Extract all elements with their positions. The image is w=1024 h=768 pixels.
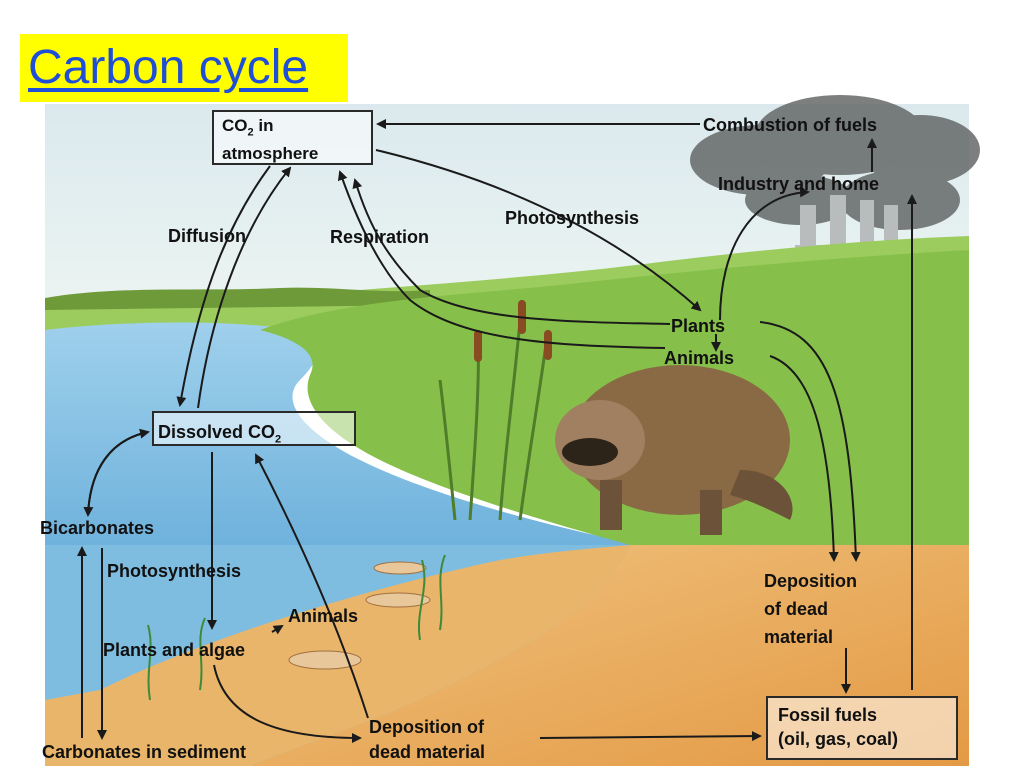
arrow-dissolved-to-atmosphere [197,166,292,409]
label-deposition-land: Deposition of dead material [764,571,857,647]
arrow-algae-to-animals [271,624,284,635]
arrow-plants-to-atmosphere [352,178,671,325]
label-combustion: Combustion of fuels [703,115,877,135]
slide-title[interactable]: Carbon cycle [28,41,309,94]
fish [288,561,431,670]
label-carbonates: Carbonates in sediment [42,742,247,762]
fossil-fuels-box [766,696,958,760]
dissolved-co2-box [152,411,356,446]
arrow-animals-to-deposition [769,355,839,562]
label-deposition-water: Deposition of dead material [369,717,486,762]
label-photosynthesis-land: Photosynthesis [505,208,640,228]
seaweed [147,554,446,701]
arrow-algae-to-deposition [213,664,362,743]
label-bicarbonates: Bicarbonates [40,518,155,538]
arrow-plants-to-industry [719,187,810,321]
arrow-deposition-water-to-fossil [539,731,762,742]
label-animals-water: Animals [288,606,359,626]
label-industry: Industry and home [718,174,880,194]
arrow-atmosphere-to-dissolved [176,165,271,407]
label-plants-algae: Plants and algae [103,640,246,660]
smoke-cloud [690,95,980,230]
arrow-atmosphere-to-plants [375,149,702,312]
label-respiration: Respiration [330,227,430,247]
raccoon [555,365,793,535]
label-photosynthesis-water: Photosynthesis [107,561,242,581]
cycle-arrows [77,119,917,743]
title-banner: Carbon cycle [20,34,348,102]
arrow-plants-to-deposition [759,321,861,562]
label-co2-atmosphere: CO2 in atmosphere [222,116,319,164]
label-diffusion: Diffusion [168,226,246,246]
label-fossil-fuels: Fossil fuels (oil, gas, coal) [778,705,899,749]
co2-atmosphere-box [212,110,373,165]
label-plants: Plants [671,316,726,336]
arrow-dissolved-to-bicarbonates [83,431,149,517]
tree-line [45,287,430,310]
arrow-deposition-to-dissolved [255,453,369,719]
label-animals-land: Animals [664,348,735,368]
arrow-animals-to-atmosphere [337,170,666,349]
lake-surface [45,322,640,545]
label-dissolved-co2: Dissolved CO2 [158,422,282,446]
